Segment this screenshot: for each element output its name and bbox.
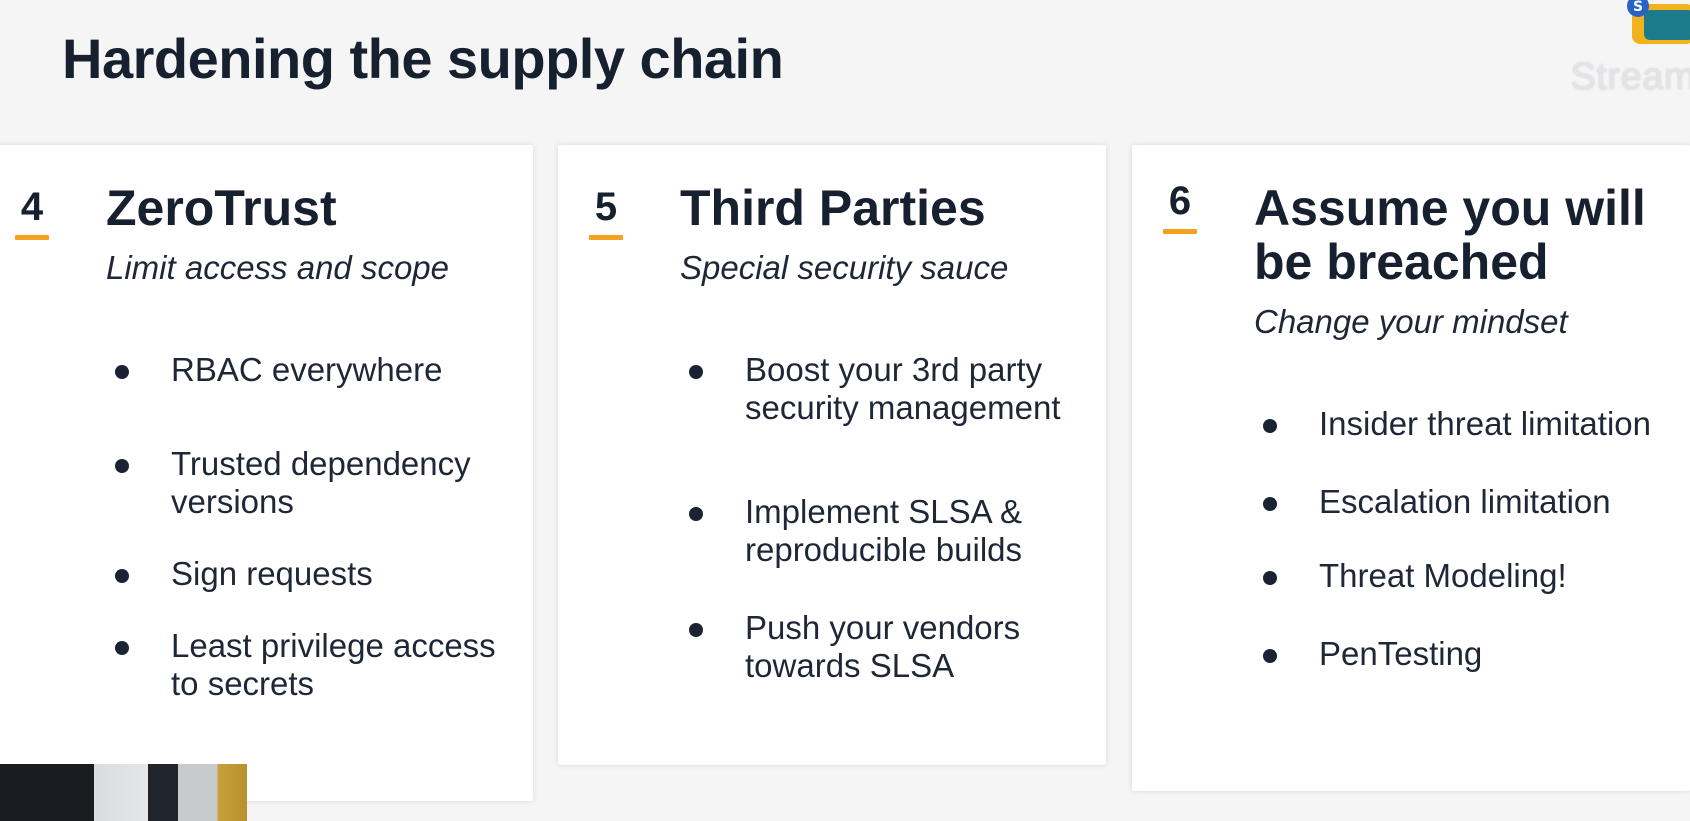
step-number: 4 — [20, 185, 44, 229]
card-assume-breach: 6 Assume you will be breached Change you… — [1132, 145, 1690, 791]
list-item-text: Threat Modeling! — [1319, 557, 1567, 594]
bullet-icon — [115, 641, 129, 655]
list-item-text: Trusted dependency versions — [171, 445, 471, 520]
list-item-text: Escalation limitation — [1319, 483, 1611, 520]
list-item: Least privilege access to secrets — [115, 627, 511, 703]
step-underline — [1163, 229, 1197, 234]
bullet-list: RBAC everywhere Trusted dependency versi… — [115, 351, 511, 703]
list-item: Threat Modeling! — [1263, 557, 1659, 595]
bullet-icon — [689, 623, 703, 637]
bullet-icon — [689, 365, 703, 379]
streamyard-logo-icon: S — [1627, 0, 1690, 44]
slide-title: Hardening the supply chain — [62, 27, 784, 90]
webcam-thumbnail — [0, 764, 247, 821]
card-zerotrust: 4 ZeroTrust Limit access and scope RBAC … — [0, 145, 533, 801]
bullet-icon — [115, 569, 129, 583]
list-item-text: RBAC everywhere — [171, 351, 443, 388]
list-item: Boost your 3rd party security management — [689, 351, 1085, 427]
list-item-text: Push your vendors towards SLSA — [745, 609, 1021, 684]
list-item-text: Boost your 3rd party security management — [745, 351, 1061, 426]
streamyard-watermark: Stream — [1570, 56, 1690, 98]
card-subtitle: Limit access and scope — [106, 249, 450, 286]
step-number: 6 — [1168, 179, 1192, 223]
card-subtitle: Change your mindset — [1254, 303, 1568, 340]
bullet-icon — [1263, 419, 1277, 433]
list-item: Insider threat limitation — [1263, 405, 1659, 443]
list-item: Escalation limitation — [1263, 483, 1659, 521]
bullet-icon — [1263, 497, 1277, 511]
list-item: Push your vendors towards SLSA — [689, 609, 1085, 685]
list-item: PenTesting — [1263, 635, 1659, 673]
list-item-text: Sign requests — [171, 555, 373, 592]
logo-letter: S — [1633, 0, 1643, 15]
bullet-icon — [689, 507, 703, 521]
card-heading: ZeroTrust — [106, 180, 337, 236]
card-heading: Assume you will be breached — [1254, 180, 1646, 290]
list-item-text: Insider threat limitation — [1319, 405, 1651, 442]
bullet-icon — [115, 365, 129, 379]
card-third-parties: 5 Third Parties Special security sauce B… — [558, 145, 1106, 765]
list-item-text: PenTesting — [1319, 635, 1483, 672]
bullet-list: Insider threat limitation Escalation lim… — [1263, 405, 1659, 673]
list-item: Sign requests — [115, 555, 511, 593]
list-item-text: Least privilege access to secrets — [171, 627, 496, 702]
list-item-text: Implement SLSA & reproducible builds — [745, 493, 1023, 568]
step-number: 5 — [594, 185, 618, 229]
bullet-icon — [1263, 571, 1277, 585]
list-item: Implement SLSA & reproducible builds — [689, 493, 1085, 569]
card-heading: Third Parties — [680, 180, 986, 236]
step-underline — [589, 235, 623, 240]
bullet-icon — [1263, 649, 1277, 663]
step-underline — [15, 235, 49, 240]
card-subtitle: Special security sauce — [680, 249, 1009, 286]
bullet-icon — [115, 459, 129, 473]
list-item: Trusted dependency versions — [115, 445, 511, 521]
bullet-list: Boost your 3rd party security management… — [689, 351, 1085, 685]
list-item: RBAC everywhere — [115, 351, 511, 389]
